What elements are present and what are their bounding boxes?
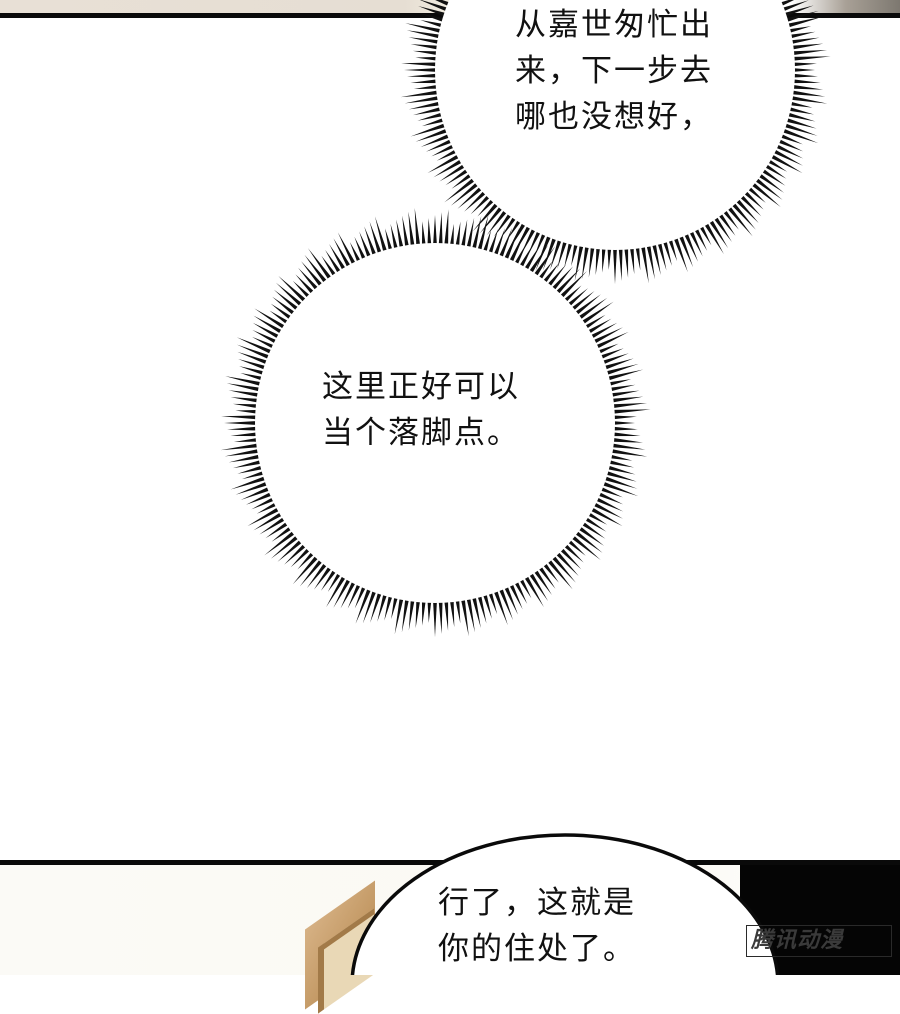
watermark-logo: 腾讯动漫 — [746, 925, 892, 957]
speech-bubbles-layer — [220, 0, 831, 975]
thought-bubble-1-text: 从嘉世匆忙出 来，下一步去 哪也没想好， — [515, 7, 713, 135]
thought-bubble-2 — [220, 207, 651, 637]
thought-bubble-2-text: 这里正好可以 当个落脚点。 — [322, 369, 520, 451]
thought-bubble-1 — [400, 0, 831, 284]
speech-bubble-3-text: 行了，这就是 你的住处了。 — [438, 885, 636, 967]
speech-bubble-3 — [350, 833, 780, 975]
